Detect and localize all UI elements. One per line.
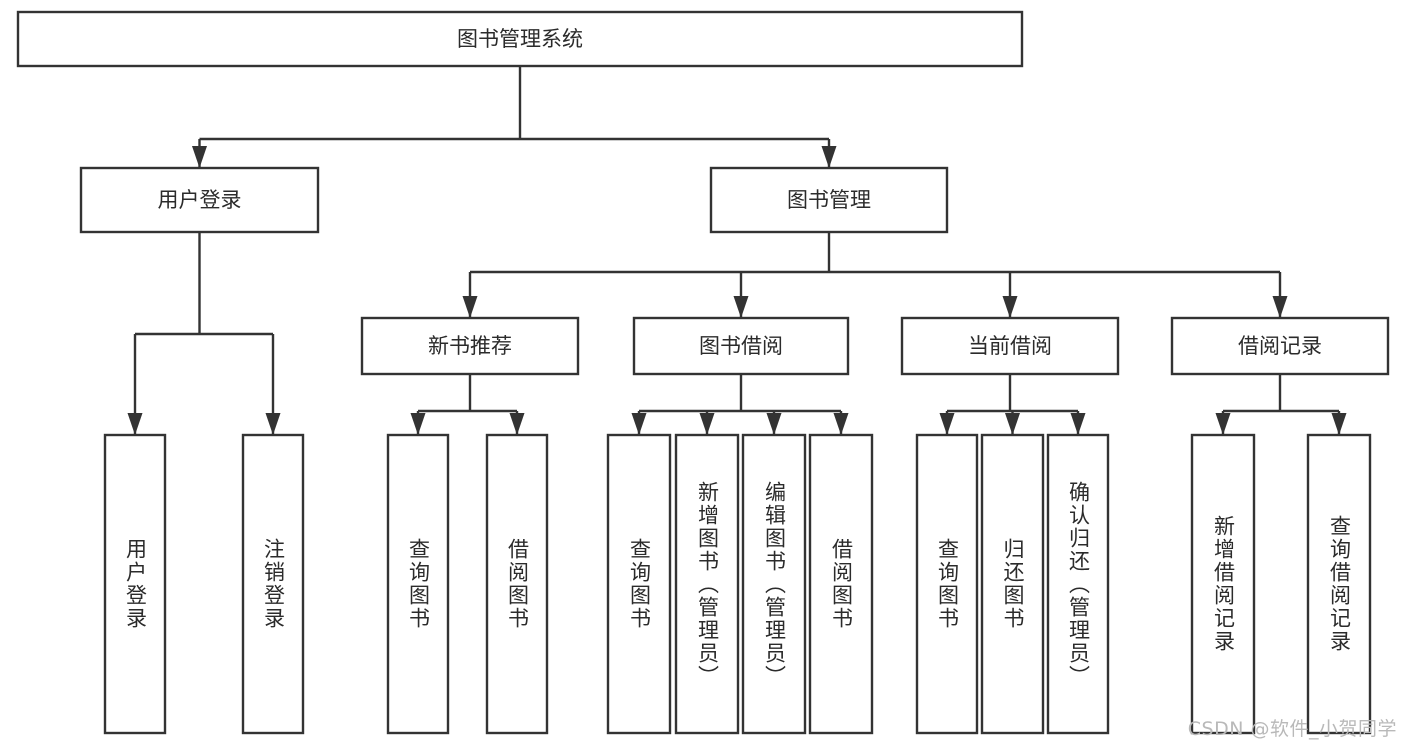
node-box-leaf-8[interactable] <box>915 433 979 735</box>
node-box-leaf-10[interactable] <box>1046 433 1110 735</box>
arrow-head-icon <box>192 146 207 168</box>
arrow-head-icon <box>939 413 955 435</box>
node-box-level3-1[interactable] <box>632 316 850 376</box>
watermark-text: CSDN @软件_小贺同学 <box>1187 718 1397 740</box>
node-label-level2-1: 图书管理 <box>787 188 871 212</box>
arrow-head-icon <box>1331 413 1347 435</box>
node-box-leaf-0[interactable] <box>103 433 167 735</box>
arrow-head-icon <box>1070 413 1086 435</box>
node-box-leaf-6[interactable] <box>741 433 807 735</box>
node-box-root[interactable] <box>16 10 1024 68</box>
arrow-head-icon <box>265 413 281 435</box>
node-box-level3-3[interactable] <box>1170 316 1390 376</box>
arrow-head-icon <box>733 296 749 318</box>
arrow-head-icon <box>410 413 426 435</box>
node-box-level2-1[interactable] <box>709 166 949 234</box>
arrow-head-icon <box>833 413 849 435</box>
node-box-leaf-5[interactable] <box>674 433 740 735</box>
node-boxes <box>16 10 1390 735</box>
arrow-head-icon <box>1002 296 1018 318</box>
node-box-leaf-2[interactable] <box>386 433 450 735</box>
node-box-leaf-3[interactable] <box>485 433 549 735</box>
arrow-head-icon <box>699 413 715 435</box>
node-box-leaf-4[interactable] <box>606 433 672 735</box>
connector-lines <box>127 66 1347 435</box>
arrow-head-icon <box>821 146 837 168</box>
arrow-head-icon <box>631 413 647 435</box>
node-box-leaf-7[interactable] <box>808 433 874 735</box>
node-box-leaf-12[interactable] <box>1306 433 1372 735</box>
node-label-level3-0: 新书推荐 <box>428 334 512 358</box>
arrow-head-icon <box>127 413 143 435</box>
arrow-head-icon <box>1005 413 1020 435</box>
arrow-head-icon <box>766 413 782 435</box>
node-box-level3-2[interactable] <box>900 316 1120 376</box>
node-label-level2-0: 用户登录 <box>158 188 242 212</box>
node-label-level3-1: 图书借阅 <box>699 334 783 358</box>
node-box-level2-0[interactable] <box>79 166 320 234</box>
node-box-leaf-11[interactable] <box>1190 433 1256 735</box>
node-label-root: 图书管理系统 <box>457 27 583 51</box>
node-label-level3-2: 当前借阅 <box>968 334 1052 358</box>
arrow-head-icon <box>462 296 478 318</box>
arrow-head-icon <box>1215 413 1231 435</box>
node-label-level3-3: 借阅记录 <box>1238 334 1322 358</box>
node-box-leaf-1[interactable] <box>241 433 305 735</box>
node-box-level3-0[interactable] <box>360 316 580 376</box>
arrow-head-icon <box>509 413 525 435</box>
node-box-leaf-9[interactable] <box>980 433 1045 735</box>
arrow-head-icon <box>1272 296 1288 318</box>
